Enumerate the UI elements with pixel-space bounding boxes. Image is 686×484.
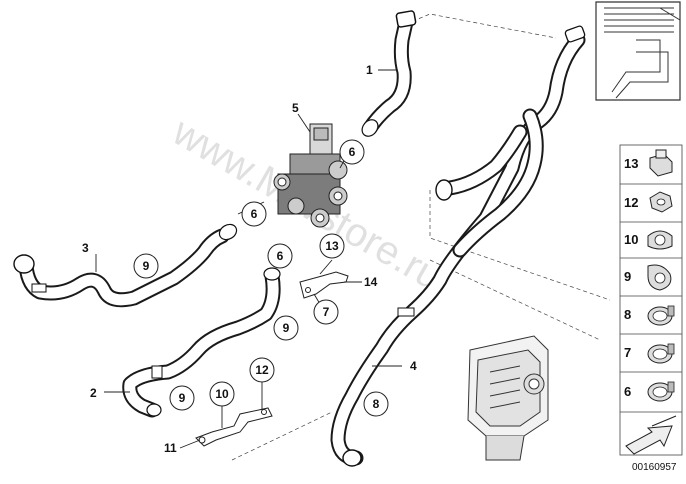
circle-callout-9a: 9: [133, 253, 159, 279]
document-number: 00160957: [632, 462, 677, 473]
circled-callouts: 6 6 6 13 9 7 9 9: [133, 139, 389, 417]
svg-text:9: 9: [624, 269, 631, 284]
label-11: 11: [164, 441, 177, 455]
circle-callout-13: 13: [319, 233, 345, 259]
svg-text:8: 8: [624, 307, 631, 322]
hose-4: [330, 25, 586, 467]
circle-callout-8: 8: [363, 391, 389, 417]
panel-item-6: 6: [624, 381, 675, 402]
panel-item-8: 8: [624, 305, 675, 326]
svg-text:7: 7: [624, 345, 631, 360]
circle-callout-6c: 6: [267, 243, 293, 269]
svg-text:8: 8: [373, 397, 380, 411]
label-2: 2: [90, 386, 97, 400]
circle-callout-6b: 6: [241, 201, 267, 227]
label-1: 1: [366, 63, 373, 77]
svg-text:12: 12: [255, 363, 269, 377]
hose-3: [13, 223, 238, 308]
svg-text:9: 9: [179, 391, 186, 405]
panel-item-12: 12: [624, 191, 673, 213]
circle-callout-7: 7: [313, 299, 339, 325]
svg-text:7: 7: [323, 305, 330, 319]
part-number-labels: 1 5 3 2 11 14 4: [82, 63, 417, 455]
svg-text:9: 9: [143, 259, 150, 273]
label-4: 4: [410, 359, 417, 373]
small-parts-panel: 13 12 10 9 8 7: [619, 144, 683, 456]
hose-2: [122, 267, 281, 418]
svg-text:10: 10: [215, 387, 229, 401]
circle-callout-9c: 9: [169, 385, 195, 411]
svg-text:13: 13: [325, 239, 339, 253]
heater-core: [595, 1, 681, 101]
electric-water-pump: [467, 335, 549, 461]
panel-item-7: 7: [624, 343, 675, 364]
control-valve-5: [273, 123, 348, 228]
circle-callout-6a: 6: [339, 139, 365, 165]
bracket-11: [195, 407, 273, 447]
label-3: 3: [82, 241, 89, 255]
circle-callout-9b: 9: [273, 315, 299, 341]
svg-text:6: 6: [251, 207, 258, 221]
circle-callout-12: 12: [249, 357, 275, 383]
bracket-14: [299, 271, 349, 299]
svg-text:6: 6: [277, 249, 284, 263]
svg-text:6: 6: [624, 384, 631, 399]
svg-text:10: 10: [624, 232, 638, 247]
svg-text:12: 12: [624, 195, 638, 210]
label-5: 5: [292, 101, 299, 115]
arrow-icon: [625, 415, 677, 455]
panel-item-9: 9: [624, 264, 672, 291]
circle-callout-10: 10: [209, 381, 235, 407]
svg-text:13: 13: [624, 156, 638, 171]
panel-item-10: 10: [624, 230, 673, 250]
hose-1: [361, 10, 417, 137]
svg-text:6: 6: [349, 145, 356, 159]
panel-item-13: 13: [624, 149, 673, 177]
label-14: 14: [364, 275, 378, 289]
svg-text:9: 9: [283, 321, 290, 335]
